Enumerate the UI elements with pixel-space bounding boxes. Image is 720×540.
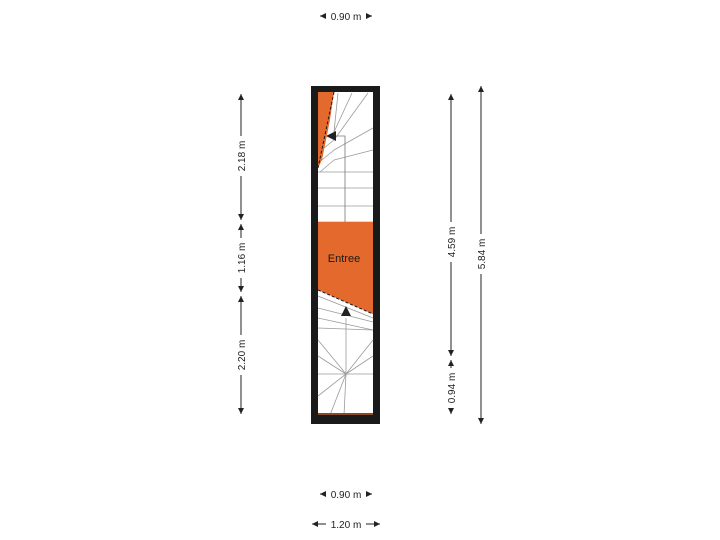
- svg-text:5.84 m: 5.84 m: [477, 239, 488, 270]
- entree-edge: [317, 289, 374, 315]
- svg-text:2.18 m: 2.18 m: [237, 141, 248, 172]
- dimension-bottom-outer: 1.20 m: [312, 517, 380, 531]
- svg-text:1.20 m: 1.20 m: [331, 520, 362, 531]
- svg-text:2.20 m: 2.20 m: [237, 340, 248, 371]
- dimension-left-labels: 2.18 m 1.16 m 2.20 m: [234, 136, 248, 375]
- upper-stair: [318, 92, 374, 223]
- upper-landing-edge: [317, 91, 335, 169]
- lower-stair-arrow-icon: [341, 306, 351, 316]
- dimension-right-inner-labels: 4.59 m 0.94 m: [444, 222, 458, 408]
- room-label: Entree: [328, 253, 360, 265]
- svg-text:0.90 m: 0.90 m: [331, 12, 362, 23]
- dimension-right-total: 5.84 m: [474, 86, 488, 424]
- upper-stair-arrow-icon: [326, 131, 336, 141]
- svg-text:0.94 m: 0.94 m: [447, 373, 458, 404]
- entree-floor: [318, 222, 373, 314]
- svg-text:4.59 m: 4.59 m: [447, 227, 458, 258]
- dimension-bottom-inner: 0.90 m: [320, 487, 372, 501]
- svg-text:1.16 m: 1.16 m: [237, 243, 248, 274]
- bottom-sill: [318, 413, 373, 415]
- dimension-top: 0.90 m: [320, 9, 372, 23]
- upper-landing: [318, 92, 334, 168]
- svg-text:0.90 m: 0.90 m: [331, 490, 362, 501]
